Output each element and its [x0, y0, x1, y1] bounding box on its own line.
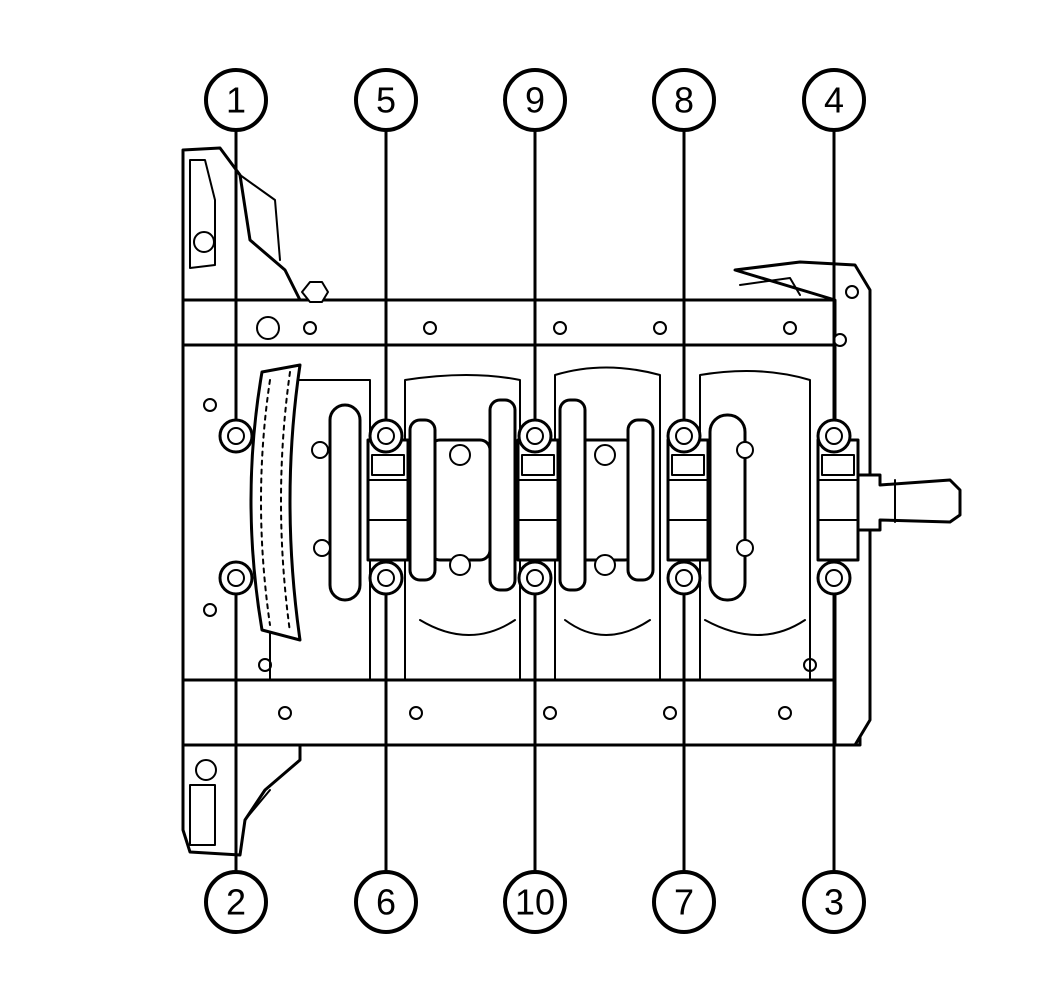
callout-label: 4: [824, 80, 844, 121]
callout-8: 8: [652, 68, 716, 132]
callout-1: 1: [204, 68, 268, 132]
bolt-5: [368, 418, 404, 454]
callout-10: 10: [503, 870, 567, 934]
bolt-3: [816, 560, 852, 596]
callout-label: 3: [824, 882, 844, 923]
callout-2: 2: [204, 870, 268, 934]
callout-9: 9: [503, 68, 567, 132]
callout-label: 10: [515, 882, 555, 923]
leader-lines: [234, 131, 836, 871]
reluctor-ring: [249, 363, 302, 642]
callout-3: 3: [802, 870, 866, 934]
callouts-top: 1 5 9 8 4: [204, 68, 866, 132]
callouts-bottom: 2 6 10 7 3: [204, 870, 866, 934]
bolt-9: [517, 418, 553, 454]
bolt-1: [218, 418, 254, 454]
bolt-10: [517, 560, 553, 596]
callout-label: 2: [226, 882, 246, 923]
callout-label: 8: [674, 80, 694, 121]
callout-label: 5: [376, 80, 396, 121]
bolt-8: [666, 418, 702, 454]
callout-label: 1: [226, 80, 246, 121]
crankshaft: [311, 398, 962, 602]
bolt-7: [666, 560, 702, 596]
callout-7: 7: [652, 870, 716, 934]
main-cap-bolts: [218, 418, 852, 596]
callout-label: 6: [376, 882, 396, 923]
bolt-2: [218, 560, 254, 596]
callout-6: 6: [354, 870, 418, 934]
callout-label: 7: [674, 882, 694, 923]
bolt-4: [816, 418, 852, 454]
callout-5: 5: [354, 68, 418, 132]
callout-4: 4: [802, 68, 866, 132]
callout-label: 9: [525, 80, 545, 121]
bolt-6: [368, 560, 404, 596]
